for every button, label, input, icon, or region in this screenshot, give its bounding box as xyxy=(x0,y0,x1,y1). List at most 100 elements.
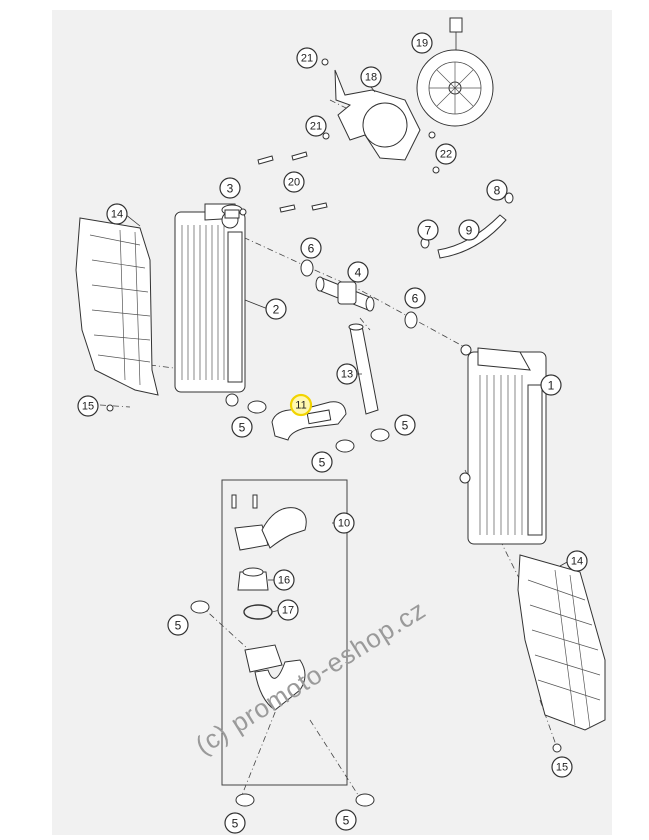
callout-2: 2 xyxy=(265,298,287,320)
callout-7: 7 xyxy=(417,219,439,241)
callout-6: 6 xyxy=(404,287,426,309)
callout-5: 5 xyxy=(231,416,253,438)
callout-6: 6 xyxy=(300,237,322,259)
callout-circle xyxy=(106,203,128,225)
thermostat-kit xyxy=(221,479,348,786)
callout-circle xyxy=(360,66,382,88)
cooling-fan xyxy=(416,17,494,127)
callout-circle xyxy=(265,298,287,320)
callout-circle xyxy=(311,451,333,473)
callout-5: 5 xyxy=(167,614,189,636)
callout-number: 16 xyxy=(278,575,290,587)
callout-circle xyxy=(231,416,253,438)
callout-circle xyxy=(486,179,508,201)
callout-circle xyxy=(277,599,299,621)
callout-circle xyxy=(77,395,99,417)
fan-bracket xyxy=(334,69,421,161)
callout-9: 9 xyxy=(458,219,480,241)
left-radiator xyxy=(174,203,246,407)
callout-circle xyxy=(219,177,241,199)
callout-circle xyxy=(411,32,433,54)
callout-number: 10 xyxy=(338,518,350,530)
callout-11-highlighted: 11 xyxy=(289,393,313,417)
callout-number: 6 xyxy=(412,292,419,306)
callout-circle xyxy=(224,812,246,834)
callout-layer: 1 2 3 4 5 5 5 5 5 5 6 6 7 8 9 10 11 13 14 14 15 15 16 17 18 19 20 2… xyxy=(77,32,588,834)
callout-circle xyxy=(167,614,189,636)
callout-number: 15 xyxy=(556,762,568,774)
callout-circle xyxy=(417,219,439,241)
callout-number: 21 xyxy=(301,53,313,65)
callout-number: 15 xyxy=(82,401,94,413)
callout-number: 6 xyxy=(308,242,315,256)
callout-circle xyxy=(566,550,588,572)
callout-circle xyxy=(404,287,426,309)
callout-number: 21 xyxy=(310,121,322,133)
callout-1: 1 xyxy=(540,374,562,396)
callout-4: 4 xyxy=(347,261,369,283)
callout-number: 5 xyxy=(239,421,246,435)
coolant-pipe xyxy=(348,323,379,415)
callout-circle xyxy=(273,569,295,591)
callout-number: 20 xyxy=(288,177,300,189)
callout-circle xyxy=(289,393,313,417)
callout-21: 21 xyxy=(296,47,318,69)
callout-10: 10 xyxy=(333,512,355,534)
right-radiator-guard xyxy=(517,554,606,731)
callout-5: 5 xyxy=(394,414,416,436)
callout-13: 13 xyxy=(336,363,358,385)
callout-19: 19 xyxy=(411,32,433,54)
radiator-cap xyxy=(221,204,247,219)
callout-5: 5 xyxy=(335,809,357,831)
callout-number: 14 xyxy=(571,556,583,568)
callout-circle xyxy=(335,809,357,831)
callout-circle xyxy=(300,237,322,259)
callout-number: 7 xyxy=(425,224,432,238)
callout-8: 8 xyxy=(486,179,508,201)
callout-number: 5 xyxy=(402,419,409,433)
vent-hose xyxy=(437,214,507,259)
callout-15: 15 xyxy=(77,395,99,417)
callout-18: 18 xyxy=(360,66,382,88)
callout-circle xyxy=(283,171,305,193)
callout-14: 14 xyxy=(106,203,128,225)
callout-number: 17 xyxy=(282,605,294,617)
left-radiator-guard xyxy=(75,217,159,396)
callout-14: 14 xyxy=(566,550,588,572)
callout-number: 2 xyxy=(273,303,280,317)
callout-3: 3 xyxy=(219,177,241,199)
callout-number: 5 xyxy=(319,456,326,470)
callout-21: 21 xyxy=(305,115,327,137)
callout-circle xyxy=(458,219,480,241)
callout-16: 16 xyxy=(273,569,295,591)
callout-number: 5 xyxy=(175,619,182,633)
callout-number: 11 xyxy=(295,400,306,412)
callout-5: 5 xyxy=(224,812,246,834)
callout-circle xyxy=(305,115,327,137)
callout-number: 5 xyxy=(343,814,350,828)
callout-number: 18 xyxy=(365,72,377,84)
callout-20: 20 xyxy=(283,171,305,193)
right-radiator xyxy=(459,344,547,545)
callout-circle xyxy=(551,756,573,778)
callout-number: 19 xyxy=(416,38,428,50)
callout-number: 1 xyxy=(548,379,555,393)
callout-22: 22 xyxy=(435,143,457,165)
callout-circle xyxy=(540,374,562,396)
callout-number: 14 xyxy=(111,209,123,221)
callout-number: 13 xyxy=(341,369,353,381)
callout-circle xyxy=(296,47,318,69)
callout-number: 22 xyxy=(440,149,452,161)
callout-circle xyxy=(333,512,355,534)
callout-circle xyxy=(347,261,369,283)
callout-circle xyxy=(394,414,416,436)
callout-number: 8 xyxy=(494,184,501,198)
callout-circle xyxy=(336,363,358,385)
callout-circle xyxy=(435,143,457,165)
t-piece xyxy=(315,276,375,312)
callout-17: 17 xyxy=(277,599,299,621)
callout-number: 5 xyxy=(232,817,239,831)
callout-5: 5 xyxy=(311,451,333,473)
callout-number: 4 xyxy=(355,266,362,280)
